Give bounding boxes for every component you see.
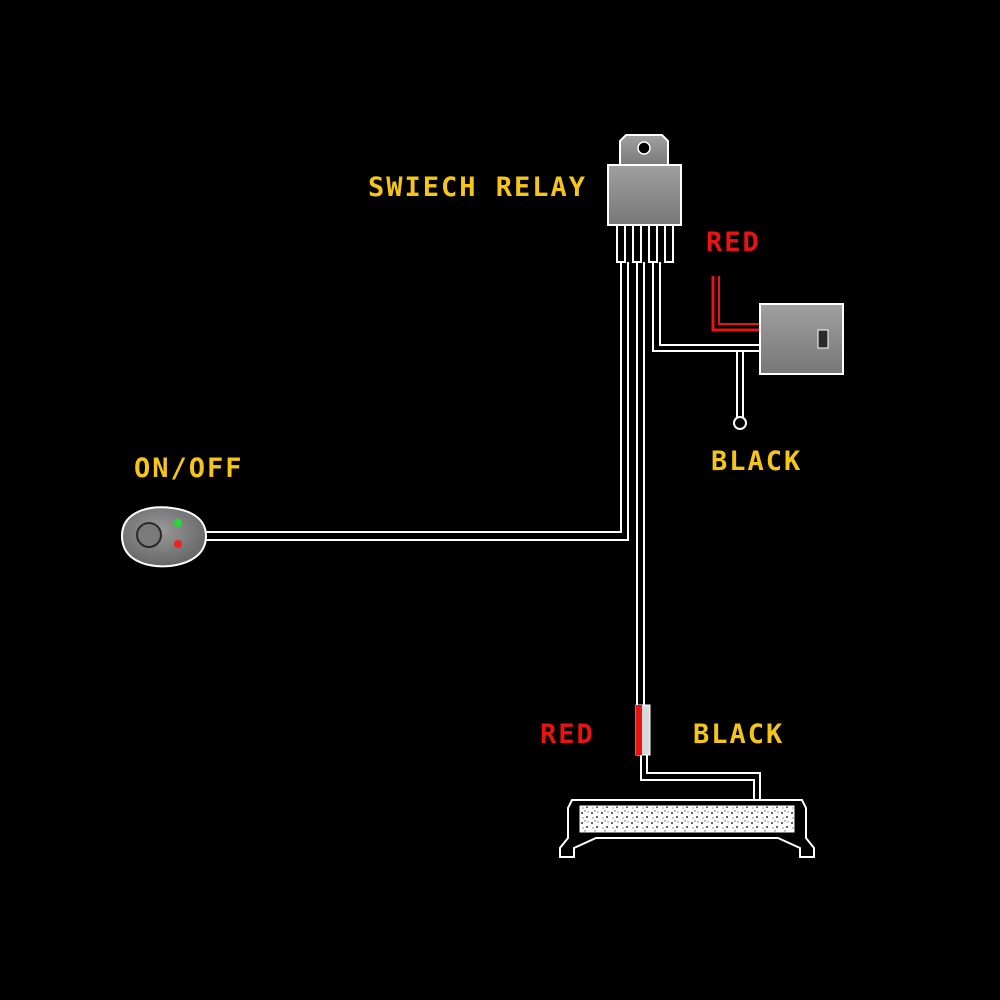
red-led-icon bbox=[174, 540, 182, 548]
red-wire-label-bottom: RED bbox=[540, 719, 595, 750]
battery-red-wire bbox=[711, 276, 760, 332]
rocker-switch-icon bbox=[120, 506, 208, 568]
fuse-holder-icon bbox=[759, 303, 844, 375]
relay-pins bbox=[616, 223, 674, 263]
red-wire-label-top: RED bbox=[706, 227, 761, 258]
led-light-bar-icon bbox=[559, 799, 815, 858]
lightbar-connector-icon bbox=[635, 704, 651, 756]
fuse-wire bbox=[652, 262, 760, 417]
black-wire-label-bottom: BLACK bbox=[693, 719, 785, 750]
ground-terminal-icon bbox=[733, 416, 747, 430]
green-led-icon bbox=[174, 519, 182, 527]
lightbar-feed-wire bbox=[636, 262, 761, 800]
switch-wire bbox=[204, 262, 629, 541]
relay-label: SWIECH RELAY bbox=[368, 172, 588, 203]
on-off-label: ON/OFF bbox=[134, 453, 244, 484]
black-wire-label-top: BLACK bbox=[711, 446, 803, 477]
relay-icon bbox=[607, 134, 682, 226]
wires bbox=[204, 223, 761, 800]
